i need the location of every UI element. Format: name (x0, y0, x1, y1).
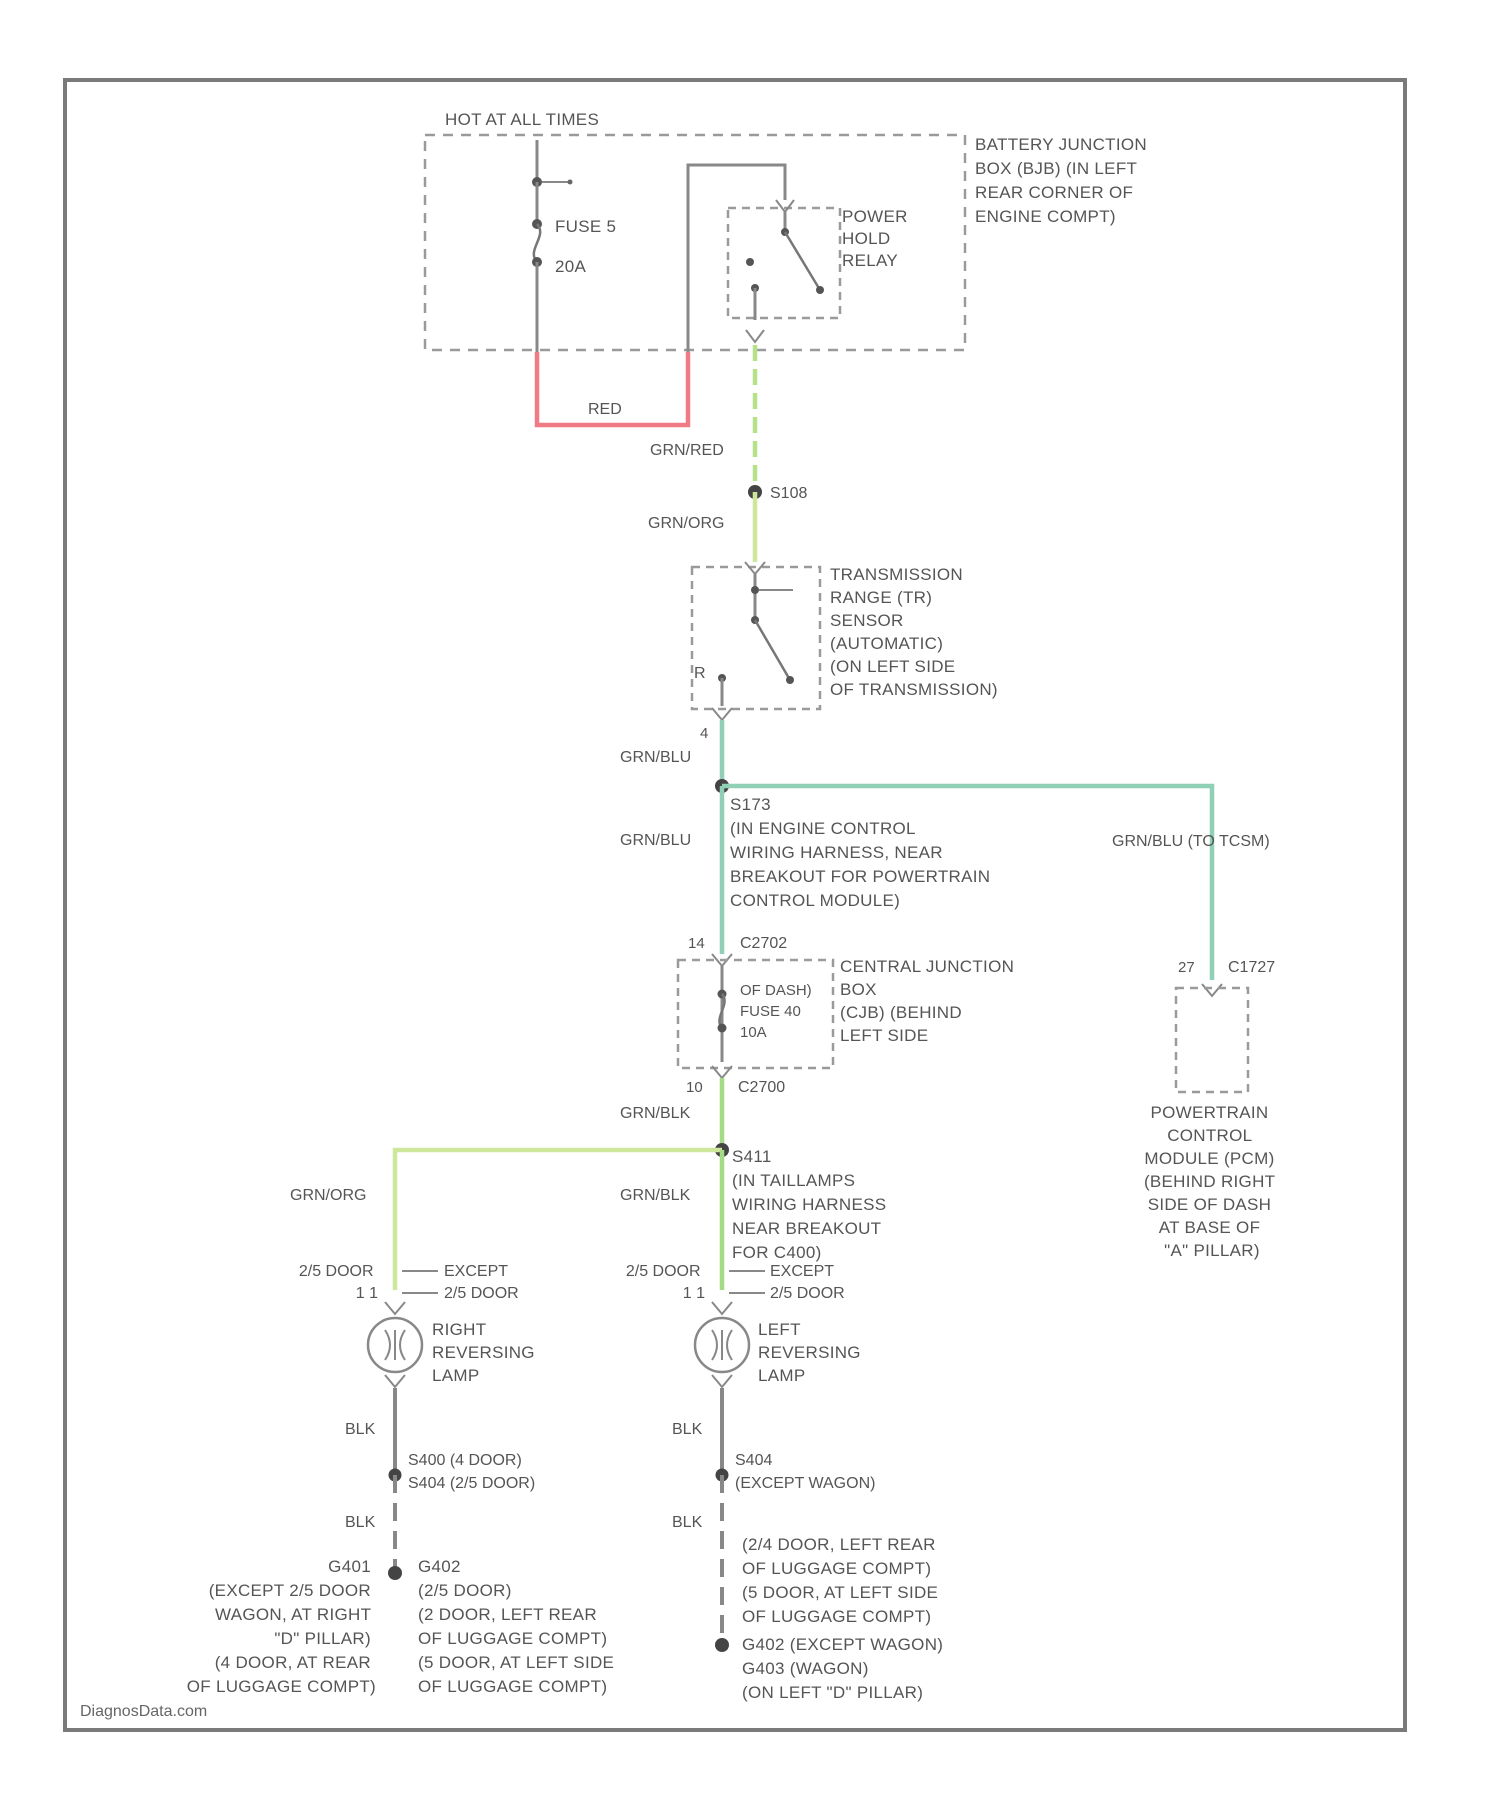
grn-blu-label: GRN/BLU (620, 749, 691, 766)
grn-org-label: GRN/ORG (290, 1187, 366, 1204)
grn-org-label: GRN/ORG (648, 515, 724, 532)
tr-sensor-pin-label: 4 (700, 725, 708, 742)
relay-contact (746, 258, 754, 266)
fuse-5-symbol (534, 224, 540, 262)
right-lamp-ground-connector (385, 1375, 405, 1387)
tr-sensor-label: TRANSMISSION RANGE (TR) SENSOR (AUTOMATI… (830, 565, 998, 699)
c2700-label: C2700 (738, 1079, 785, 1096)
g401-label: G401 (EXCEPT 2/5 DOOR WAGON, AT RIGHT "D… (187, 1557, 376, 1696)
g402-label: G402 (2/5 DOOR) (2 DOOR, LEFT REAR OF LU… (418, 1557, 619, 1696)
hot-at-all-times-label: HOT AT ALL TIMES (445, 110, 599, 129)
bjb-label: BATTERY JUNCTION BOX (BJB) (IN LEFT REAR… (975, 135, 1152, 226)
relay-feed-wire (688, 165, 785, 352)
right-except-label: EXCEPT 2/5 DOOR (444, 1263, 519, 1302)
power-hold-relay-label: POWER HOLD RELAY (842, 207, 913, 270)
blk-label: BLK (345, 1421, 376, 1438)
credit-watermark: DiagnosData.com (80, 1703, 207, 1720)
left-except-label: EXCEPT 2/5 DOOR (770, 1263, 845, 1302)
relay-switch (785, 232, 820, 290)
grn-blk-label: GRN/BLK (620, 1105, 691, 1122)
ground-g402-g403 (715, 1638, 729, 1652)
tr-sensor-r-label: R (694, 665, 706, 682)
ground-location-label: (2/4 DOOR, LEFT REAR OF LUGGAGE COMPT) (… (742, 1535, 943, 1626)
grn-blu-to-tcsm-label: GRN/BLU (TO TCSM) (1112, 833, 1270, 850)
tr-sensor-contact (786, 676, 794, 684)
grn-blk-label: GRN/BLK (620, 1187, 691, 1204)
c1727-pin-label: 27 (1178, 959, 1195, 976)
right-lamp-connector (385, 1302, 405, 1314)
cjb-fuse-label: OF DASH) FUSE 40 10A (740, 982, 816, 1041)
cjb-label: CENTRAL JUNCTION BOX (CJB) (BEHIND LEFT … (840, 957, 1019, 1045)
blk-label: BLK (672, 1421, 703, 1438)
s400-label: S400 (4 DOOR) S404 (2/5 DOOR) (408, 1452, 535, 1492)
left-lamp-ground-connector (712, 1375, 732, 1387)
right-lamp-filament (385, 1330, 405, 1360)
right-lamp-label: RIGHT REVERSING LAMP (432, 1320, 540, 1385)
pcm-outline (1176, 988, 1248, 1092)
red-wire-label: RED (588, 401, 622, 418)
relay-contact (816, 286, 824, 294)
c1727-label: C1727 (1228, 959, 1275, 976)
left-door-label: 2/5 DOOR 1 1 (626, 1263, 705, 1302)
c2702-label: C2702 (740, 935, 787, 952)
blk-label: BLK (672, 1514, 703, 1531)
s411-label: S411 (IN TAILLAMPS WIRING HARNESS NEAR B… (732, 1147, 891, 1262)
c1727-connector (1202, 984, 1222, 996)
relay-output-connector (746, 330, 764, 342)
s404-label: S404 (EXCEPT WAGON) (735, 1452, 875, 1492)
c2702-pin-label: 14 (688, 935, 705, 952)
c2700-pin-label: 10 (686, 1079, 703, 1096)
left-lamp-connector (712, 1302, 732, 1314)
tr-sensor-switch (755, 620, 790, 680)
tr-sensor-node (751, 586, 759, 594)
grn-blu-label: GRN/BLU (620, 832, 691, 849)
fuse-5-amp-label: 20A (555, 257, 587, 276)
ground-g401-g402 (388, 1566, 402, 1580)
left-lamp-filament (712, 1330, 732, 1360)
pcm-label: POWERTRAIN CONTROL MODULE (PCM) (BEHIND … (1144, 1103, 1280, 1260)
g402-g403-label: G402 (EXCEPT WAGON) G403 (WAGON) (ON LEF… (742, 1635, 948, 1702)
fuse-5-label: FUSE 5 (555, 217, 616, 236)
relay-coil-connector (776, 200, 794, 212)
grn-red-label: GRN/RED (650, 442, 724, 459)
fuse-40-terminal (718, 1024, 727, 1033)
right-door-label: 2/5 DOOR 1 1 (299, 1263, 378, 1302)
left-lamp-label: LEFT REVERSING LAMP (758, 1320, 866, 1385)
bus-arrow-dot (568, 180, 573, 185)
s173-label: S173 (IN ENGINE CONTROL WIRING HARNESS, … (730, 795, 995, 910)
s108-label: S108 (770, 485, 807, 502)
blk-label: BLK (345, 1514, 376, 1531)
